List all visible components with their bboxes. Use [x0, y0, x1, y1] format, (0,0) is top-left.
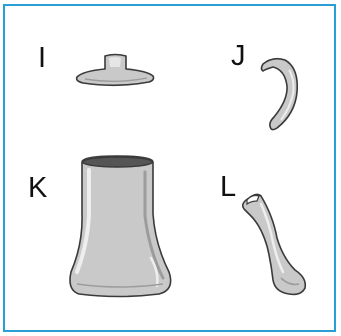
label-l: L: [220, 173, 236, 202]
label-i: I: [38, 44, 46, 73]
label-j: J: [231, 42, 246, 71]
body-shape: [65, 154, 177, 300]
label-k: K: [28, 174, 47, 203]
diagram-frame: I J K L: [3, 4, 336, 332]
spout-shape: [237, 186, 317, 298]
handle-shape: [257, 56, 301, 136]
lid-shape: [69, 53, 165, 97]
